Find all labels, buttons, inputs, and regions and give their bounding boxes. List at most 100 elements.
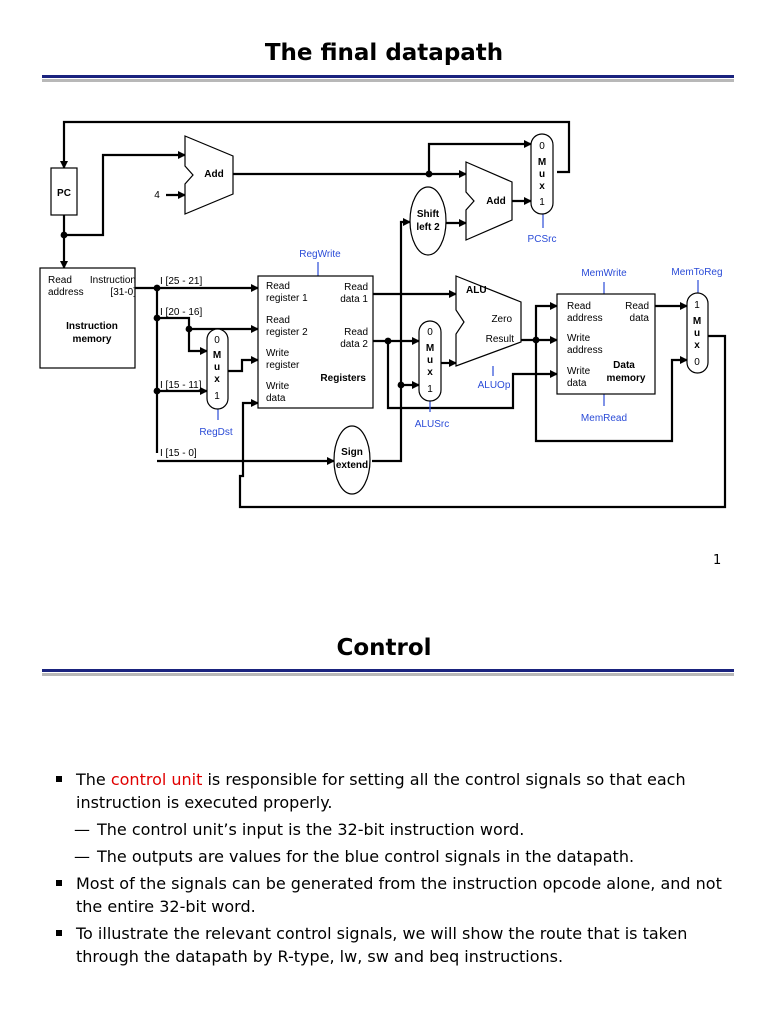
signal-regwrite: RegWrite: [299, 249, 341, 260]
bullet-item: The control unit is responsible for sett…: [54, 768, 734, 814]
signal-memtoreg: MemToReg: [671, 267, 722, 278]
bullet-item: Most of the signals can be generated fro…: [54, 872, 734, 918]
pc-register: [50, 167, 78, 216]
svg-text:data: data: [266, 393, 286, 404]
pcsrc-mux: [530, 133, 554, 215]
svg-text:Write: Write: [266, 348, 290, 359]
svg-text:1: 1: [539, 197, 545, 208]
svg-text:data 1: data 1: [340, 294, 368, 305]
svg-text:extend: extend: [336, 460, 368, 471]
alu: [455, 275, 522, 367]
title-rule: [42, 669, 734, 676]
datapath-diagram: PC Add 4 Add Shift left 2 Read address I…: [39, 120, 727, 509]
bullet-square-icon: [56, 776, 62, 782]
svg-text:[31-0]: [31-0]: [110, 287, 136, 298]
constant-four: 4: [154, 190, 160, 201]
shift-left-2: [409, 186, 447, 256]
highlight-control-unit: control unit: [110, 770, 203, 789]
signal-aluop: ALUOp: [478, 380, 511, 391]
slide-control: Control The control unit is responsible …: [0, 512, 768, 1024]
sign-extend: [333, 425, 371, 495]
bullet-item: To illustrate the relevant control signa…: [54, 922, 734, 968]
svg-text:address: address: [567, 345, 603, 356]
svg-text:Read: Read: [567, 301, 591, 312]
field-label: I [25 - 21]: [160, 276, 202, 287]
signal-pcsrc: PCSrc: [528, 234, 557, 245]
svg-text:Zero: Zero: [491, 314, 512, 325]
svg-text:0: 0: [214, 335, 220, 346]
bullet-square-icon: [56, 880, 62, 886]
svg-text:Write: Write: [567, 333, 591, 344]
svg-text:Read: Read: [344, 282, 368, 293]
pc-label: PC: [57, 188, 71, 199]
svg-text:u: u: [694, 328, 700, 339]
signal-memread: MemRead: [581, 413, 627, 424]
svg-text:x: x: [694, 340, 700, 351]
svg-text:Add: Add: [204, 169, 223, 180]
svg-text:Registers: Registers: [320, 373, 366, 384]
adder-branch: [465, 161, 513, 241]
field-label: I [15 - 0]: [160, 448, 197, 459]
svg-text:Add: Add: [486, 196, 505, 207]
svg-text:Write: Write: [266, 381, 290, 392]
svg-text:u: u: [539, 169, 545, 180]
instruction-memory: [39, 267, 136, 369]
svg-text:Read: Read: [344, 327, 368, 338]
svg-text:Read: Read: [266, 281, 290, 292]
svg-text:Shift: Shift: [417, 209, 440, 220]
svg-text:register 1: register 1: [266, 293, 308, 304]
svg-text:Write: Write: [567, 366, 591, 377]
slide-title: The final datapath: [264, 40, 504, 66]
field-label: I [20 - 16]: [160, 307, 202, 318]
svg-text:left 2: left 2: [416, 222, 440, 233]
svg-text:Read: Read: [266, 315, 290, 326]
svg-text:M: M: [426, 343, 434, 354]
svg-text:M: M: [693, 316, 701, 327]
register-file: [257, 275, 374, 409]
svg-text:Sign: Sign: [341, 447, 363, 458]
svg-text:u: u: [427, 355, 433, 366]
svg-text:0: 0: [427, 327, 433, 338]
svg-text:Instruction: Instruction: [66, 321, 118, 332]
svg-text:Data: Data: [613, 360, 635, 371]
svg-text:ALU: ALU: [466, 285, 487, 296]
svg-text:Result: Result: [486, 334, 515, 345]
svg-text:x: x: [214, 374, 220, 385]
adder-pc4: [184, 135, 234, 215]
dash-icon: —: [74, 847, 90, 866]
svg-text:register 2: register 2: [266, 327, 308, 338]
svg-text:Read: Read: [48, 275, 72, 286]
sub-bullet-item: — The control unit’s input is the 32-bit…: [74, 820, 525, 839]
bullet-square-icon: [56, 930, 62, 936]
svg-text:0: 0: [539, 141, 545, 152]
svg-text:1: 1: [214, 391, 220, 402]
page-number: 1: [713, 553, 722, 568]
svg-text:1: 1: [427, 384, 433, 395]
bullet-list: The control unit is responsible for sett…: [54, 768, 734, 972]
regdst-mux: [206, 328, 229, 410]
alusrc-mux: [418, 320, 442, 402]
svg-text:x: x: [539, 181, 545, 192]
signal-alusrc: ALUSrc: [415, 419, 449, 430]
svg-text:data: data: [567, 378, 587, 389]
title-rule: [42, 75, 734, 82]
field-label: I [15 - 11]: [160, 380, 202, 391]
svg-text:0: 0: [694, 357, 700, 368]
svg-text:Instruction: Instruction: [90, 275, 136, 286]
svg-text:M: M: [538, 157, 546, 168]
svg-text:data: data: [630, 313, 650, 324]
svg-text:memory: memory: [73, 334, 112, 345]
svg-text:u: u: [214, 362, 220, 373]
memtoreg-mux: [686, 292, 709, 374]
svg-text:address: address: [567, 313, 603, 324]
slide-datapath: The final datapath: [39, 40, 734, 568]
svg-text:address: address: [48, 287, 84, 298]
svg-text:M: M: [213, 350, 221, 361]
svg-text:data 2: data 2: [340, 339, 368, 350]
slide-title: Control: [336, 635, 432, 661]
svg-text:memory: memory: [607, 373, 646, 384]
data-memory: [556, 293, 656, 395]
svg-text:register: register: [266, 360, 300, 371]
dash-icon: —: [74, 820, 90, 839]
signal-memwrite: MemWrite: [581, 268, 627, 279]
